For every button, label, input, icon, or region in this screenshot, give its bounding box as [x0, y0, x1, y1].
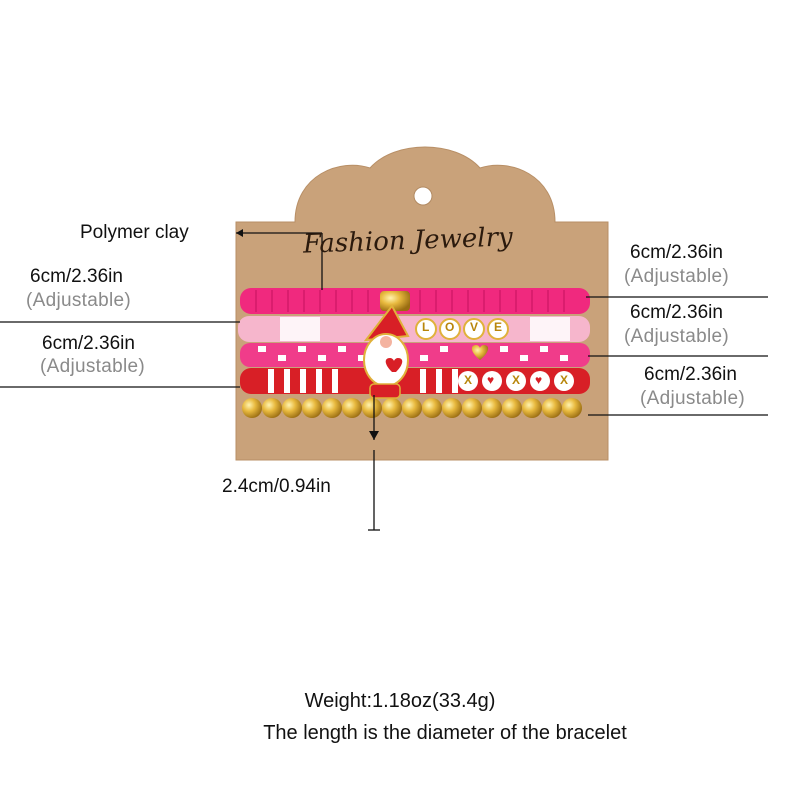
bead-letter: X	[560, 373, 569, 387]
left-bottom-size: 6cm/2.36in	[42, 333, 135, 354]
right-3-adjustable: (Adjustable)	[640, 388, 745, 409]
left-top-size: 6cm/2.36in	[30, 266, 123, 287]
right-3-size: 6cm/2.36in	[644, 364, 737, 385]
bead-letter: X	[464, 373, 473, 387]
right-2-size: 6cm/2.36in	[630, 302, 723, 323]
bracelet-hotpink	[240, 288, 590, 314]
bead-heart: ♥	[535, 373, 543, 387]
dimension-lines	[0, 232, 768, 531]
bead-letter: X	[512, 373, 521, 387]
bead-letter: V	[470, 320, 479, 334]
gold-heart-charm	[471, 345, 489, 360]
polymer-clay-label: Polymer clay	[80, 222, 189, 243]
bracelet-gold-beads	[242, 398, 582, 418]
bracelet-lightpink	[238, 316, 590, 342]
right-2-adjustable: (Adjustable)	[624, 326, 729, 347]
right-1-size: 6cm/2.36in	[630, 242, 723, 263]
gnome-charm	[363, 304, 410, 399]
bead-letter: L	[422, 320, 430, 334]
weight-text: Weight:1.18oz(33.4g)	[304, 690, 496, 712]
height-label: 2.4cm/0.94in	[222, 476, 331, 497]
bracelet-pattern	[240, 343, 590, 367]
left-top-adjustable: (Adjustable)	[26, 290, 131, 311]
bead-letter: E	[494, 320, 503, 334]
bracelet-red	[240, 368, 590, 394]
right-1-adjustable: (Adjustable)	[624, 266, 729, 287]
bead-heart: ♥	[487, 373, 495, 387]
length-note: The length is the diameter of the bracel…	[263, 722, 627, 744]
bead-letter: O	[445, 320, 455, 334]
card-hang-hole	[413, 186, 433, 206]
left-bottom-adjustable: (Adjustable)	[40, 356, 145, 377]
